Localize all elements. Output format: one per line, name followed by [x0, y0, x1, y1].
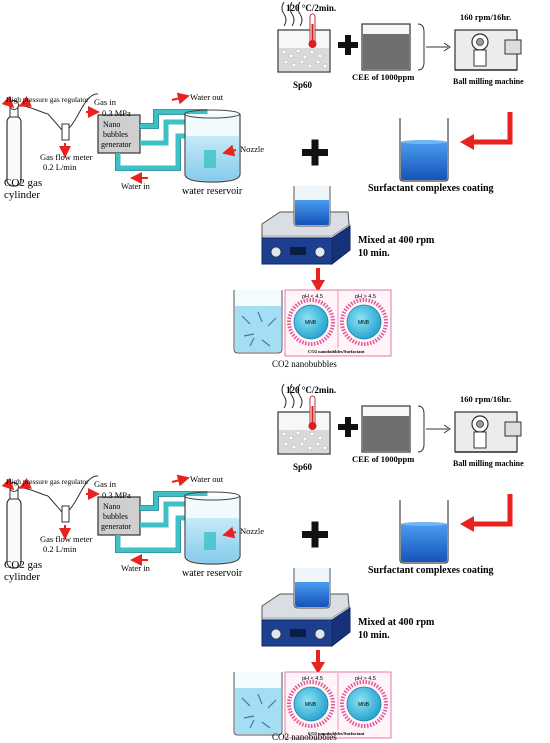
water-reservoir-label: water reservoir: [182, 186, 243, 197]
gas-regulator-label: High pressure gas regulator: [6, 95, 89, 104]
co2-nanobubbles-label: CO2 nanobubbles: [272, 732, 337, 742]
cee-label: CEE of 1000ppm: [352, 72, 414, 82]
mnb-label-left: MNB: [305, 320, 317, 326]
flow-rate-label: 0.2 L/min: [43, 162, 77, 172]
mnb-label-right: MNB: [358, 702, 370, 708]
generator-label-1: Nano: [103, 120, 120, 129]
surfactant-label: Surfactant complexes coating: [368, 565, 494, 576]
gas-in-label: Gas in: [94, 479, 117, 489]
co2-cylinder-label-1: CO2 gas: [4, 559, 42, 571]
co2-cylinder-label-2: cylinder: [4, 571, 40, 583]
ph-low-label: pH < 4.5: [302, 294, 323, 300]
water-reservoir-label: water reservoir: [182, 568, 243, 579]
sp60-label: Sp60: [293, 80, 313, 90]
inset-caption: CO2 nanobubbles/Surfactant: [308, 349, 365, 354]
inset-caption: CO2 nanobubbles/Surfactant: [308, 731, 365, 736]
sp60-label: Sp60: [293, 462, 313, 472]
generator-label-1: Nano: [103, 502, 120, 511]
panel-top: [6, 2, 521, 356]
ph-low-label: pH < 4.5: [302, 676, 323, 682]
ball-mill-label: Ball milling machine: [453, 459, 524, 468]
rpm-label: 160 rpm/16hr.: [460, 12, 511, 22]
generator-label-3: generator: [101, 140, 132, 149]
flow-meter-label: Gas flow meter: [40, 152, 93, 162]
water-in-label: Water in: [121, 563, 151, 573]
co2-cylinder-label-2: cylinder: [4, 189, 40, 201]
generator-label-2: bubbles: [103, 512, 128, 521]
panel-bottom-labels: 120 °C/2min. Sp60 CEE of 1000ppm 160 rpm…: [4, 385, 524, 742]
ph-high-label: pH > 4.5: [355, 294, 376, 300]
cee-label: CEE of 1000ppm: [352, 454, 414, 464]
ph-high-label: pH > 4.5: [355, 676, 376, 682]
pressure-label: 0.3 MPa: [102, 108, 131, 118]
flow-meter-label: Gas flow meter: [40, 534, 93, 544]
generator-label-3: generator: [101, 522, 132, 531]
gas-in-label: Gas in: [94, 97, 117, 107]
heating-label: 120 °C/2min.: [286, 385, 336, 395]
mixed-label-2: 10 min.: [358, 630, 390, 641]
gas-regulator-label: High pressure gas regulator: [6, 477, 89, 486]
rpm-label: 160 rpm/16hr.: [460, 394, 511, 404]
co2-nanobubbles-label: CO2 nanobubbles: [272, 359, 337, 369]
co2-cylinder-label-1: CO2 gas: [4, 177, 42, 189]
mixed-label-2: 10 min.: [358, 248, 390, 259]
mnb-label-left: MNB: [305, 702, 317, 708]
mixed-label-1: Mixed at 400 rpm: [358, 235, 435, 246]
panel-top-labels: 120 °C/2min. Sp60 CEE of 1000ppm 160 rpm…: [4, 3, 524, 369]
nozzle-label: Nozzle: [240, 144, 264, 154]
panel-bottom: [6, 384, 521, 738]
mnb-label-right: MNB: [358, 320, 370, 326]
water-in-label: Water in: [121, 181, 151, 191]
heating-label: 120 °C/2min.: [286, 3, 336, 13]
mixed-label-1: Mixed at 400 rpm: [358, 617, 435, 628]
flow-rate-label: 0.2 L/min: [43, 544, 77, 554]
generator-label-2: bubbles: [103, 130, 128, 139]
ball-mill-label: Ball milling machine: [453, 77, 524, 86]
water-out-label: Water out: [190, 92, 224, 102]
water-out-label: Water out: [190, 474, 224, 484]
surfactant-label: Surfactant complexes coating: [368, 183, 494, 194]
pressure-label: 0.3 MPa: [102, 490, 131, 500]
nozzle-label: Nozzle: [240, 526, 264, 536]
